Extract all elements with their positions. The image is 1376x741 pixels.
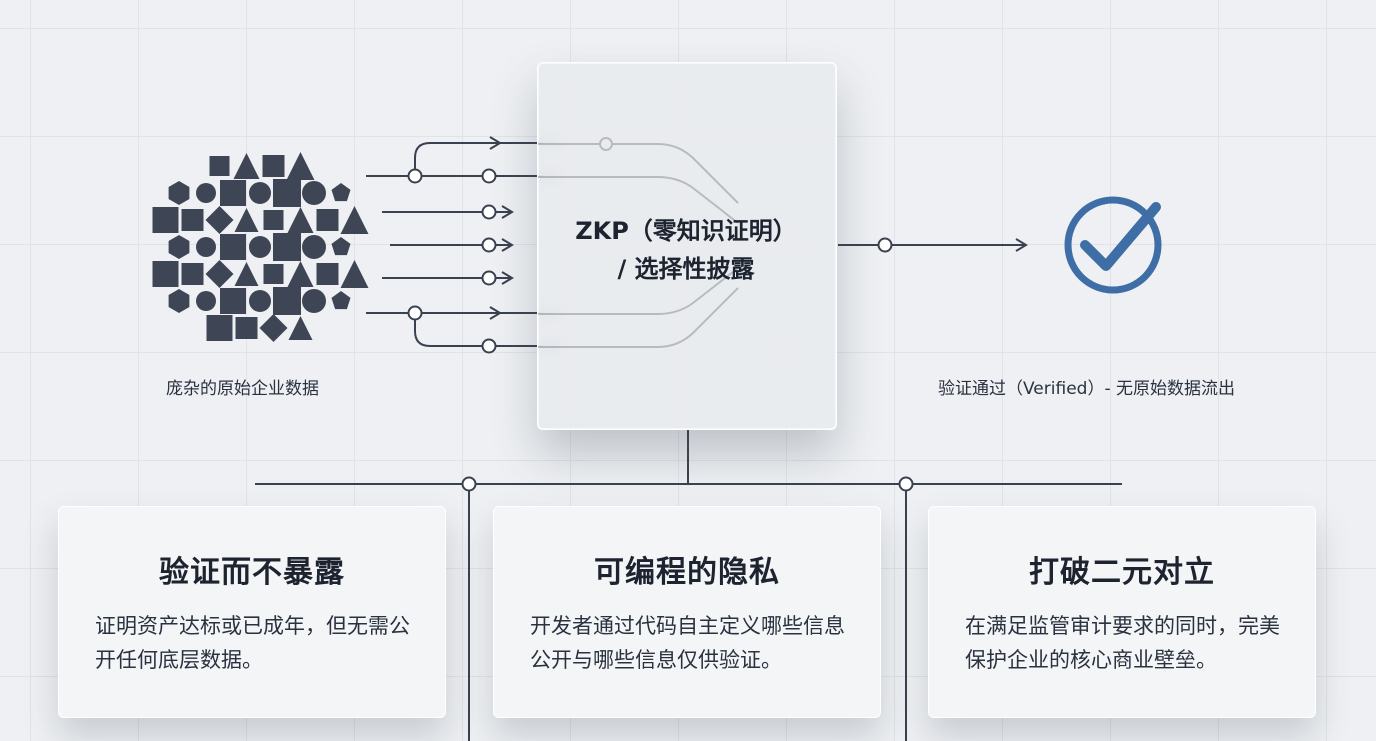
zkp-title-line2: / 选择性披露: [617, 255, 755, 283]
data-shape: [263, 210, 284, 230]
data-shape: [286, 152, 315, 180]
data-shape: [249, 182, 271, 204]
card-title: 验证而不暴露: [159, 555, 345, 590]
data-shape: [209, 156, 230, 176]
data-shape: [331, 183, 351, 202]
data-shape: [273, 287, 301, 315]
data-shape: [220, 234, 246, 260]
data-shape: [220, 288, 246, 314]
card-connectors: [255, 428, 1122, 741]
data-shape: [168, 289, 190, 313]
data-shape: [249, 290, 271, 312]
raw-data-shapes-icon: [152, 152, 369, 342]
data-shape: [287, 261, 314, 287]
data-shape: [316, 263, 339, 285]
data-shape: [196, 291, 216, 311]
data-shape: [168, 235, 190, 259]
input-label: 庞杂的原始企业数据: [166, 379, 319, 399]
card-title: 可编程的隐私: [594, 555, 780, 590]
data-shape: [152, 207, 179, 233]
data-shape: [235, 317, 258, 339]
data-shape: [331, 291, 351, 310]
data-shape: [196, 183, 216, 203]
data-shape: [205, 206, 234, 234]
data-shape: [288, 316, 313, 340]
data-shape: [181, 209, 204, 231]
data-shape: [316, 209, 339, 231]
data-shape: [302, 235, 326, 259]
data-shape: [249, 236, 271, 258]
input-nodes: [407, 168, 497, 354]
card-title: 打破二元对立: [1029, 555, 1215, 590]
data-shape: [220, 180, 246, 206]
zkp-title-line1: ZKP（零知识证明）: [575, 217, 797, 245]
data-shape: [340, 260, 369, 288]
data-shape: [302, 289, 326, 313]
data-shape: [233, 153, 260, 179]
card-body: 开发者通过代码自主定义哪些信息公开与哪些信息仅供验证。: [530, 614, 845, 672]
data-shape: [206, 315, 233, 341]
feature-card-2: 可编程的隐私 开发者通过代码自主定义哪些信息公开与哪些信息仅供验证。: [493, 506, 881, 718]
data-shape: [196, 237, 216, 257]
output-label: 验证通过（Verified）- 无原始数据流出: [938, 379, 1235, 399]
zkp-title: ZKP（零知识证明） / 选择性披露: [537, 212, 835, 288]
data-shape: [181, 263, 204, 285]
feature-card-3: 打破二元对立 在满足监管审计要求的同时，完美保护企业的核心商业壁垒。: [928, 506, 1316, 718]
data-shape: [263, 264, 284, 284]
data-shape: [234, 262, 259, 286]
data-shape: [259, 314, 288, 342]
card-body: 证明资产达标或已成年，但无需公开任何底层数据。: [95, 614, 410, 672]
zkp-internal-lines: [538, 137, 739, 348]
data-shape: [340, 206, 369, 234]
data-shape: [152, 261, 179, 287]
data-shape: [262, 155, 285, 177]
card-body: 在满足监管审计要求的同时，完美保护企业的核心商业壁垒。: [965, 614, 1280, 672]
input-lines: [366, 136, 560, 347]
data-shape: [287, 207, 314, 233]
zkp-processor-box: [537, 62, 837, 430]
data-shape: [302, 181, 326, 205]
data-shape: [273, 233, 301, 261]
data-shape: [168, 181, 190, 205]
checkmark-circle-icon: [1064, 196, 1162, 294]
output-arrow: [838, 237, 1028, 253]
feature-card-1: 验证而不暴露 证明资产达标或已成年，但无需公开任何底层数据。: [58, 506, 446, 718]
data-shape: [273, 179, 301, 207]
data-shape: [234, 208, 259, 232]
data-shape: [331, 237, 351, 256]
data-shape: [205, 260, 234, 288]
